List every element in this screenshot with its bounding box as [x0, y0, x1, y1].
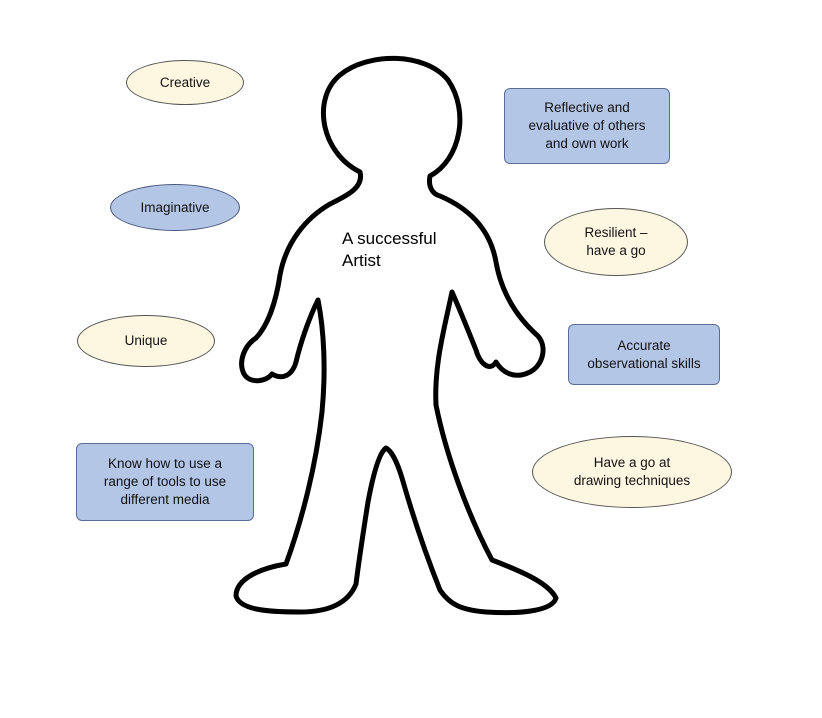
center-title: A successful Artist — [342, 229, 437, 270]
label-imaginative: Imaginative — [110, 184, 240, 231]
label-creative: Creative — [126, 60, 244, 105]
label-reflective: Reflective and evaluative of others and … — [504, 88, 670, 164]
label-accurate: Accurate observational skills — [568, 324, 720, 385]
label-have-a-go: Have a go at drawing techniques — [532, 436, 732, 508]
label-unique: Unique — [77, 315, 215, 367]
label-tools: Know how to use a range of tools to use … — [76, 443, 254, 521]
label-resilient: Resilient – have a go — [544, 208, 688, 276]
